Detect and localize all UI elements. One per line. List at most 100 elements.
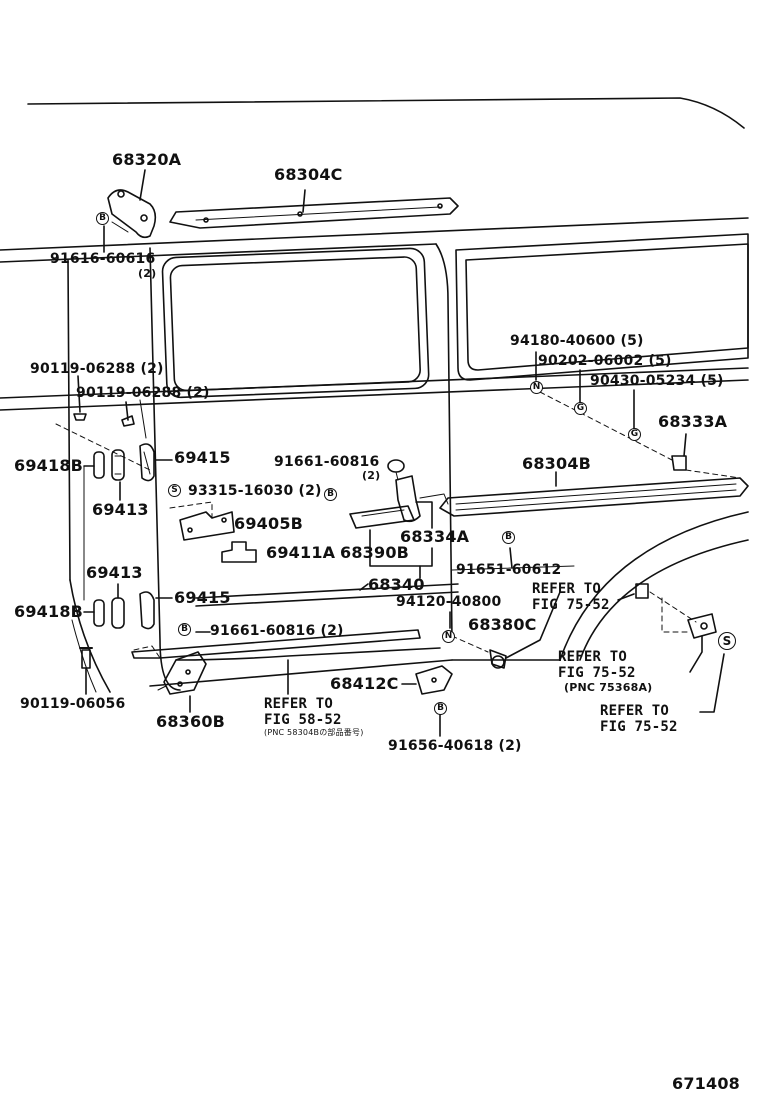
leader-68380C	[505, 591, 561, 659]
marker-b: B	[178, 623, 191, 636]
leader-ref-75-52-c	[699, 653, 725, 713]
leader-91651	[509, 547, 513, 569]
trim-curve	[175, 647, 441, 661]
label-91661-upper-qty: (2)	[362, 469, 381, 482]
right-window-inner	[465, 243, 749, 371]
part-69418B-upper	[93, 451, 105, 479]
label-91651-60612: 91651-60612	[456, 562, 562, 578]
ref-fig-75-52-b-line1: REFER TO	[558, 649, 628, 665]
upper-rail-68304C	[169, 197, 459, 229]
bracket-68412C	[415, 665, 453, 695]
ref-fig-75-52-b-pnc: (PNC 75368A)	[564, 681, 653, 694]
label-68304B: 68304B	[522, 454, 592, 473]
label-90430-05234: 90430-05234 (5)	[590, 373, 724, 389]
leader-68304C	[302, 189, 306, 213]
marker-b: B	[324, 488, 337, 501]
clip-69411A	[221, 541, 257, 563]
roof-line	[27, 97, 745, 129]
left-window-inner	[169, 256, 421, 392]
marker-n: N	[442, 630, 455, 643]
label-69411A: 69411A	[266, 543, 336, 562]
body-belt-line-upper	[0, 217, 749, 251]
leader-68320A	[139, 169, 146, 201]
label-69418B-upper: 69418B	[14, 456, 84, 475]
ref-fig-75-52-c-line2: FIG 75-52	[600, 719, 678, 735]
rear-wheel-arch	[559, 511, 749, 661]
right-window-glass	[455, 233, 749, 381]
door-bottom-line	[149, 659, 453, 687]
leader-68333A	[683, 433, 687, 457]
marker-n: N	[530, 381, 543, 394]
marker-s: S	[718, 632, 736, 650]
part-69418B-lower	[93, 599, 105, 627]
label-68380C: 68380C	[468, 615, 537, 634]
bracket-69405B	[179, 511, 235, 541]
ref-fig-75-52-c-line1: REFER TO	[600, 703, 670, 719]
label-69413-lower: 69413	[86, 563, 143, 582]
bolt-90119a	[73, 413, 87, 421]
label-90119-06288-b: 90119-06288 (2)	[76, 385, 210, 401]
stopper-68333A	[671, 455, 687, 471]
label-91661-60816-upper: 91661-60816	[274, 454, 380, 470]
front-body-line	[67, 259, 71, 581]
label-94120-40800: 94120-40800	[396, 594, 502, 610]
part-rear-hinge	[687, 613, 717, 639]
label-68340: 68340	[368, 575, 425, 594]
part-69413-lower	[111, 597, 125, 629]
part-69415-lower	[139, 591, 155, 630]
left-window-glass	[161, 247, 430, 399]
roller-68380C	[489, 649, 507, 669]
label-68333A: 68333A	[658, 412, 728, 431]
ref-fig-58-52-line1: REFER TO	[264, 696, 334, 712]
marker-b: B	[502, 531, 515, 544]
label-93315-16030: 93315-16030 (2)	[188, 483, 322, 499]
ref-fig-58-52-line2: FIG 58-52	[264, 712, 342, 728]
rail-68340	[195, 583, 459, 607]
label-91616-qty: (2)	[138, 267, 157, 280]
rear-wheel-arch-inner	[579, 539, 749, 661]
bracket-68320A	[107, 189, 157, 239]
ref-fig-75-52-b-line2: FIG 75-52	[558, 665, 636, 681]
sliding-door-front-edge	[149, 247, 181, 691]
body-belt-line-2	[0, 243, 437, 263]
marker-b: B	[434, 702, 447, 715]
label-68304C: 68304C	[274, 165, 343, 184]
label-69413-upper: 69413	[92, 500, 149, 519]
hinge-68390B	[349, 505, 415, 529]
leader-68334A	[415, 501, 433, 529]
part-69413-upper	[111, 449, 125, 481]
lower-track	[131, 629, 421, 659]
drawing-number: 671408	[672, 1074, 740, 1093]
part-69415-upper	[139, 443, 155, 482]
ref-fig-75-52-a-line1: REFER TO	[532, 581, 602, 597]
marker-s: S	[168, 484, 181, 497]
label-69405B: 69405B	[234, 514, 304, 533]
label-90119-06056: 90119-06056	[20, 696, 126, 712]
label-69415-lower: 69415	[174, 588, 231, 607]
marker-g: G	[628, 428, 641, 441]
leader-90119a	[77, 375, 81, 413]
marker-b: B	[96, 212, 109, 225]
label-94180-40600: 94180-40600 (5)	[510, 333, 644, 349]
label-68390B: 68390B	[340, 543, 410, 562]
label-68360B: 68360B	[156, 712, 226, 731]
bolt-90119-06056	[81, 649, 91, 669]
bracket-68340-outline	[369, 529, 433, 567]
label-69418B-lower: 69418B	[14, 602, 84, 621]
roller-68334A	[395, 475, 421, 523]
ref-fig-58-52-note: (PNC 58304Bの部品番号)	[264, 728, 364, 737]
label-68320A: 68320A	[112, 150, 182, 169]
leader-ref-75-52-b	[689, 635, 703, 673]
label-91656-40618: 91656-40618 (2)	[388, 738, 522, 754]
part-rear-clip	[635, 583, 649, 599]
leader-ref-75-52-a	[617, 593, 635, 601]
label-68334A: 68334A	[400, 527, 470, 546]
lower-rail-68304B	[439, 477, 749, 517]
ref-fig-75-52-a-line2: FIG 75-52	[532, 597, 610, 613]
front-body-curve	[69, 579, 111, 693]
sliding-door-rear-edge	[435, 243, 453, 641]
label-91661-60816-lower: 91661-60816 (2)	[210, 623, 344, 639]
bolt-90119b	[121, 415, 135, 427]
